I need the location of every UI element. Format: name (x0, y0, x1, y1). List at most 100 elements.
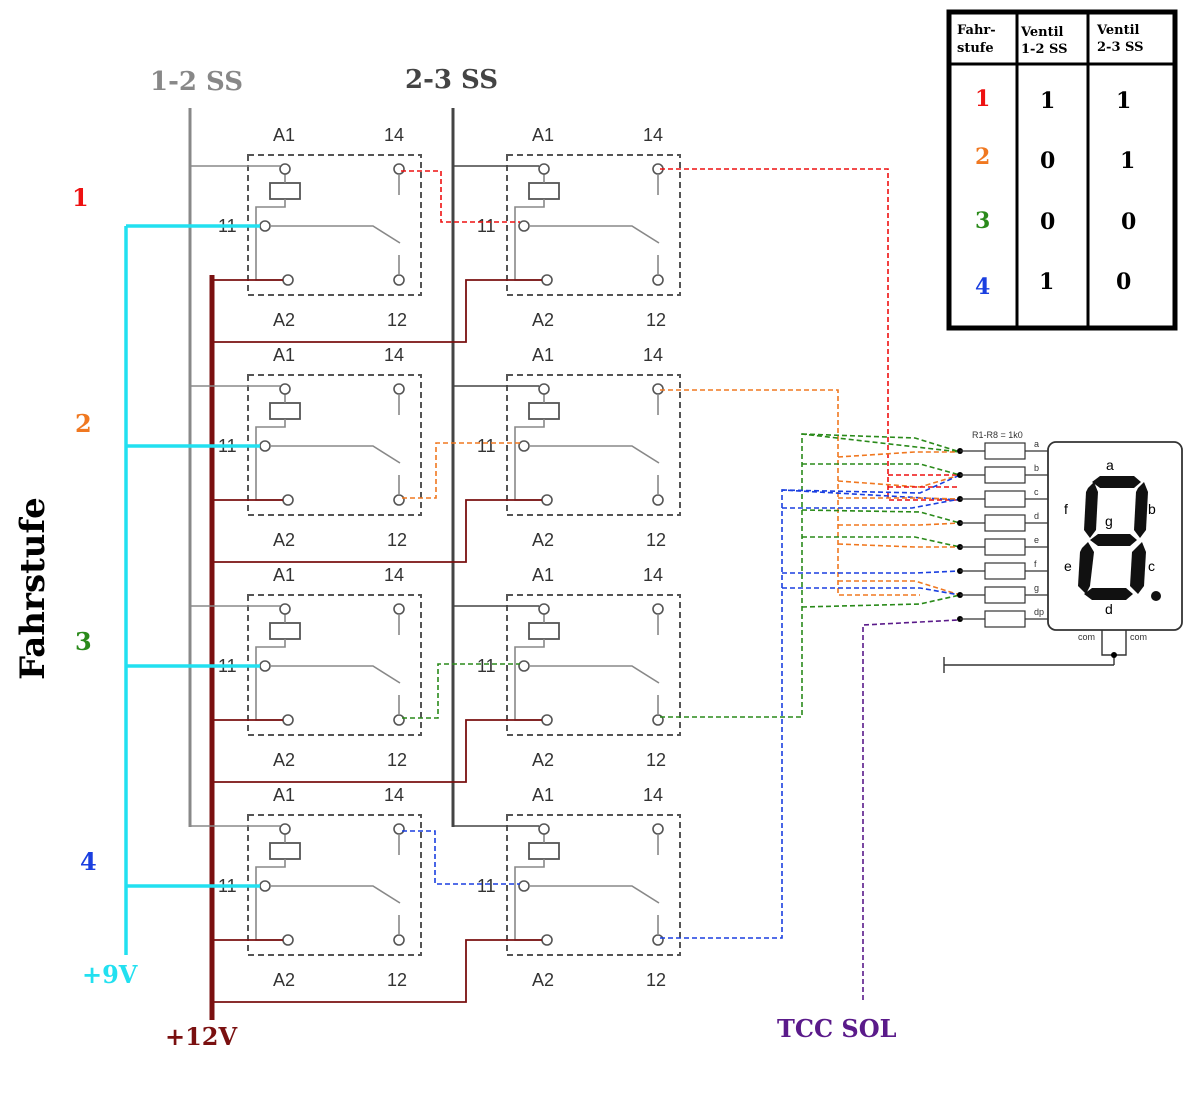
signal-wires (401, 168, 961, 1000)
relay-terminal (393, 603, 405, 615)
table-header-gear-2: stufe (957, 41, 994, 56)
gear2-wire-a (402, 442, 520, 499)
relay-frame (247, 814, 422, 956)
resistor-pin-label: g (1034, 583, 1039, 593)
gear-label-1: 1 (72, 183, 89, 212)
relay-coil-icon (269, 842, 301, 860)
pin-label-a2: A2 (532, 970, 554, 990)
relay-terminal (652, 494, 664, 506)
pin-label-12: 12 (387, 970, 407, 990)
seg-label-b: b (1148, 501, 1156, 517)
relay-terminal (393, 383, 405, 395)
gear4-wire-a (402, 830, 520, 885)
relay-terminal (279, 163, 291, 175)
resistor-pin-label: c (1034, 487, 1039, 497)
plus12v-label: +12V (165, 1022, 238, 1051)
relay-frame (506, 154, 681, 296)
relay-terminal (541, 494, 553, 506)
resistor-body (984, 562, 1026, 580)
plus9v-label: +9V (82, 960, 138, 989)
relay-contact-arm (270, 665, 401, 684)
resistor-pin-label: f (1034, 559, 1037, 569)
relay-coil-icon (528, 182, 560, 200)
pin-label-a2: A2 (273, 310, 295, 330)
plus12v-to-a2-wire (212, 279, 542, 343)
pin-label-11: 11 (477, 656, 496, 676)
pin-label-a2: A2 (532, 530, 554, 550)
coil-lead-bottom (514, 419, 545, 501)
segment-dp (1151, 591, 1161, 601)
relay-contact-arm (529, 665, 660, 684)
com-label-right: com (1130, 632, 1147, 642)
relay-contact-arm (529, 885, 660, 904)
relay-contact-arm (529, 445, 660, 464)
table-ss12-2: 0 (1040, 148, 1055, 174)
resistor-body (984, 586, 1026, 604)
resistor-f: f (957, 559, 1048, 580)
table-gear-2: 2 (975, 144, 990, 170)
coil-lead-bottom (514, 199, 545, 281)
relay-terminal (282, 714, 294, 726)
seven-segment-digit (1078, 476, 1161, 601)
gear-label-4: 4 (80, 847, 97, 876)
table-header-ss23-1: Ventil (1096, 23, 1140, 38)
resistor-dp: dp (957, 607, 1048, 628)
pin-label-a1: A1 (532, 125, 554, 145)
relay-frame (247, 154, 422, 296)
table-ss23-3: 0 (1121, 209, 1136, 235)
relay-terminal (541, 274, 553, 286)
relay-terminal (259, 220, 271, 232)
ss12-bus-label: 1-2 SS (150, 67, 243, 97)
relay-coil-icon (528, 842, 560, 860)
pin-label-14: 14 (643, 565, 663, 585)
relay-terminal (518, 880, 530, 892)
table-header-ss12-2: 1-2 SS (1021, 42, 1068, 57)
relay-terminal (541, 714, 553, 726)
resistor-b: b (957, 463, 1048, 484)
coil-lead-bottom (255, 859, 286, 941)
pin-label-14: 14 (384, 345, 404, 365)
display-feed-wire (802, 463, 961, 476)
com-label-left: com (1078, 632, 1095, 642)
pin-label-12: 12 (387, 530, 407, 550)
table-gear-4: 4 (975, 274, 990, 300)
pin-label-11: 11 (477, 436, 496, 456)
coil-lead-bottom (514, 639, 545, 721)
table-header-gear-1: Fahr- (957, 23, 996, 38)
resistor-body (984, 610, 1026, 628)
relay-terminal (538, 823, 550, 835)
pin-label-a1: A1 (273, 565, 295, 585)
resistor-e: e (957, 535, 1048, 556)
segment-f (1084, 482, 1098, 538)
table-ss23-4: 0 (1116, 269, 1131, 295)
relay-terminal (282, 494, 294, 506)
coil-lead-bottom (255, 639, 286, 721)
relay-terminal (259, 660, 271, 672)
segment-c (1130, 542, 1146, 594)
pin-label-12: 12 (646, 530, 666, 550)
display-feed-wire (838, 580, 961, 596)
gear-valve-table: Fahr- stufe Ventil 1-2 SS Ventil 2-3 SS … (946, 9, 1178, 331)
display-feed-wire (837, 474, 961, 488)
resistor-g: g (957, 583, 1048, 604)
segment-g (1090, 534, 1137, 546)
resistor-pin-label: a (1034, 439, 1039, 449)
relay-terminal (259, 880, 271, 892)
relay-terminal (538, 383, 550, 395)
display-fan-wires (781, 433, 961, 608)
display-feed-wire (838, 497, 961, 500)
pin-label-a1: A1 (273, 785, 295, 805)
gear-label-3: 3 (75, 627, 92, 656)
pin-label-11: 11 (477, 216, 496, 236)
resistor-body (984, 442, 1026, 460)
pin-label-14: 14 (643, 785, 663, 805)
relay-terminal (282, 274, 294, 286)
relay-terminal (393, 714, 405, 726)
relay-terminal (393, 494, 405, 506)
seg-label-c: c (1148, 558, 1155, 574)
